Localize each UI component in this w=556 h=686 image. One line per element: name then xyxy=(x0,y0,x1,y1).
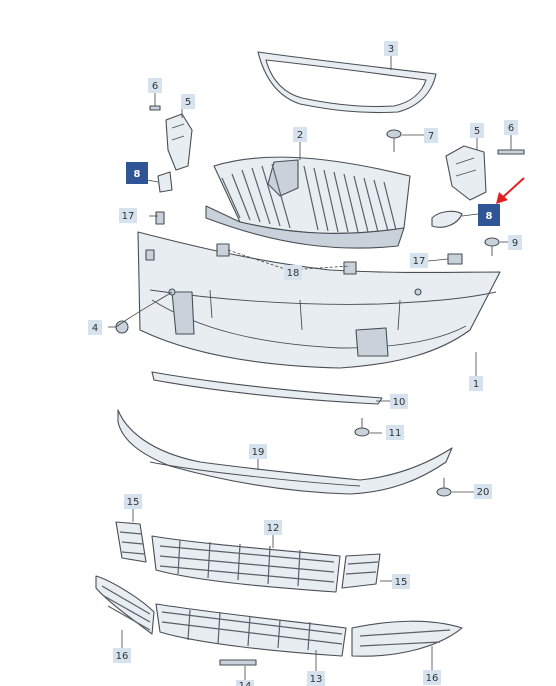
svg-text:1: 1 xyxy=(473,379,479,390)
part-clip-17-left xyxy=(155,211,165,225)
svg-text:17: 17 xyxy=(413,256,426,267)
callout-8-right-highlighted[interactable]: 8 xyxy=(478,204,500,226)
svg-text:17: 17 xyxy=(122,211,135,222)
svg-text:12: 12 xyxy=(267,523,280,534)
part-lower-grille xyxy=(151,535,341,593)
callout-19[interactable]: 19 xyxy=(249,444,267,459)
svg-text:14: 14 xyxy=(239,681,252,686)
part-bracket-right xyxy=(445,145,487,201)
callout-3[interactable]: 3 xyxy=(384,41,398,56)
callout-4[interactable]: 4 xyxy=(88,320,102,335)
part-reinforcement xyxy=(151,371,383,405)
callout-2[interactable]: 2 xyxy=(293,127,307,142)
part-grille xyxy=(205,156,411,249)
part-side-grille-left xyxy=(115,521,147,563)
svg-text:15: 15 xyxy=(395,577,408,588)
part-clip-17-right xyxy=(447,253,463,265)
callout-17-left[interactable]: 17 xyxy=(119,208,137,223)
red-arrow-icon xyxy=(496,177,525,204)
callout-11[interactable]: 11 xyxy=(386,425,404,440)
svg-text:4: 4 xyxy=(92,323,98,334)
part-screw-20 xyxy=(436,478,452,497)
part-nozzle-cap-left xyxy=(157,171,173,193)
svg-text:19: 19 xyxy=(252,447,265,458)
callout-1[interactable]: 1 xyxy=(469,376,483,391)
part-screw-7 xyxy=(386,129,402,152)
callout-10[interactable]: 10 xyxy=(390,394,408,409)
part-bracket-left xyxy=(165,113,193,171)
callout-16-left[interactable]: 16 xyxy=(113,648,131,663)
part-clip-left xyxy=(149,105,161,111)
callout-7[interactable]: 7 xyxy=(424,128,438,143)
part-fog-trim-right xyxy=(351,620,463,657)
callout-15-right[interactable]: 15 xyxy=(392,574,410,589)
part-lower-grille-bottom xyxy=(155,603,347,657)
part-nozzle-cap-right xyxy=(431,210,463,228)
grille-slats xyxy=(221,163,397,233)
callout-6-right[interactable]: 6 xyxy=(504,120,518,135)
svg-text:20: 20 xyxy=(477,487,490,498)
svg-text:13: 13 xyxy=(310,674,323,685)
svg-text:2: 2 xyxy=(297,130,303,141)
callout-6-left[interactable]: 6 xyxy=(148,78,162,93)
svg-text:6: 6 xyxy=(508,123,514,134)
part-side-grille-right xyxy=(341,553,381,589)
callout-12[interactable]: 12 xyxy=(264,520,282,535)
svg-text:16: 16 xyxy=(116,651,129,662)
svg-text:8: 8 xyxy=(486,211,493,222)
callout-5-right[interactable]: 5 xyxy=(470,123,484,138)
callout-20[interactable]: 20 xyxy=(474,484,492,499)
svg-text:10: 10 xyxy=(393,397,406,408)
svg-text:9: 9 xyxy=(512,238,518,249)
svg-text:8: 8 xyxy=(134,169,141,180)
part-grille-frame xyxy=(257,51,437,114)
svg-text:16: 16 xyxy=(426,673,439,684)
part-screw-11 xyxy=(354,418,370,437)
callout-16-right[interactable]: 16 xyxy=(423,670,441,685)
svg-text:3: 3 xyxy=(388,44,394,55)
callout-5-left[interactable]: 5 xyxy=(181,94,195,109)
svg-text:11: 11 xyxy=(389,428,402,439)
svg-text:6: 6 xyxy=(152,81,158,92)
part-spoiler xyxy=(117,409,453,495)
svg-text:5: 5 xyxy=(185,97,191,108)
part-clip-right xyxy=(497,149,525,155)
callout-9[interactable]: 9 xyxy=(508,235,522,250)
svg-text:7: 7 xyxy=(428,131,434,142)
svg-text:15: 15 xyxy=(127,497,140,508)
leader-lines xyxy=(108,56,512,680)
callout-8-left[interactable]: 8 xyxy=(126,162,148,184)
svg-text:5: 5 xyxy=(474,126,480,137)
callout-13[interactable]: 13 xyxy=(307,671,325,686)
part-fog-trim-left xyxy=(95,575,155,635)
callout-14[interactable]: 14 xyxy=(236,680,254,686)
callout-18[interactable]: 18 xyxy=(284,265,302,280)
part-bumper-cover xyxy=(137,231,501,369)
callout-17-right[interactable]: 17 xyxy=(410,253,428,268)
part-screw-9 xyxy=(484,237,500,256)
svg-text:18: 18 xyxy=(287,268,300,279)
part-strip-14 xyxy=(219,659,257,666)
part-clip-18-a xyxy=(216,243,230,257)
part-clip-18-b xyxy=(343,261,357,275)
callout-15-left[interactable]: 15 xyxy=(124,494,142,509)
